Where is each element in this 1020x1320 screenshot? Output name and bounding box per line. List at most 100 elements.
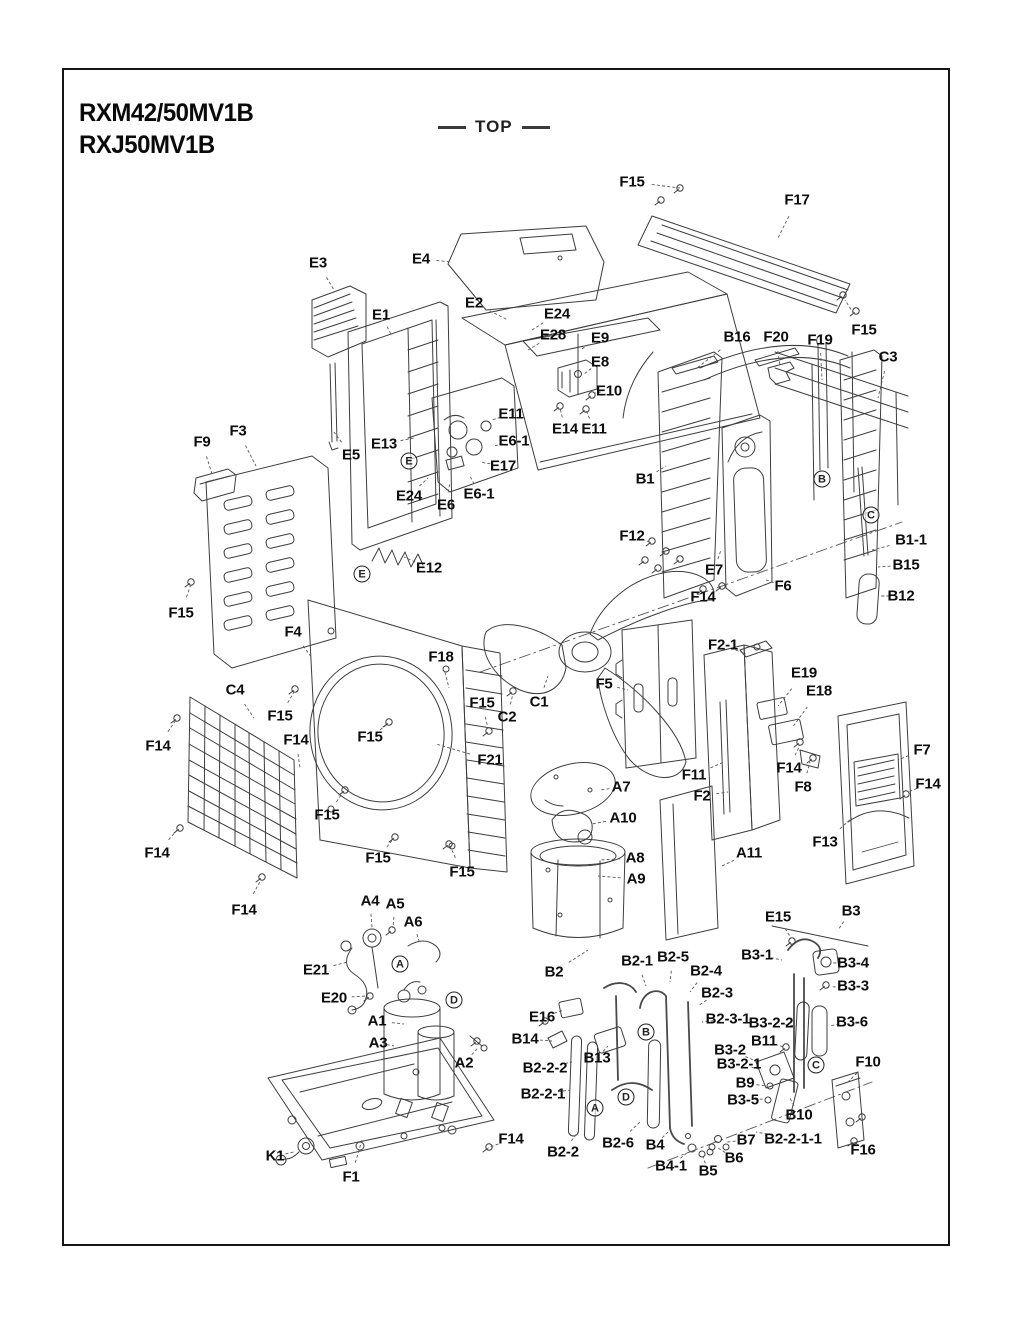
- part-label-e13: E13: [370, 435, 398, 453]
- part-label-f2-1: F2-1: [707, 636, 739, 654]
- leader-line: [721, 859, 735, 867]
- part-label-f6: F6: [774, 577, 792, 595]
- leader-line: [386, 837, 395, 848]
- part-label-f20: F20: [763, 328, 789, 346]
- part-label-b2: B2: [544, 963, 564, 981]
- part-label-b6: B6: [724, 1149, 744, 1167]
- leader-line: [326, 277, 335, 291]
- part-label-f18: F18: [428, 648, 454, 666]
- part-label-f14: F14: [145, 737, 171, 755]
- model-title-line2: RXJ50MV1B: [79, 131, 215, 159]
- part-label-f5: F5: [595, 675, 613, 693]
- part-label-f14: F14: [231, 901, 257, 919]
- leader-line: [568, 949, 589, 963]
- part-label-b4-1: B4-1: [655, 1157, 687, 1175]
- part-label-f13: F13: [812, 833, 838, 851]
- leader-line: [285, 1151, 295, 1155]
- leader-line: [386, 326, 393, 337]
- part-label-c4: C4: [225, 681, 245, 699]
- leader-line: [287, 691, 295, 704]
- part-f21-shroud-flange: [461, 645, 508, 873]
- top-dash-right: [521, 125, 550, 129]
- part-label-b2-4: B2-4: [690, 962, 722, 980]
- part-label-e15: E15: [764, 908, 792, 926]
- part-label-e24: E24: [543, 305, 571, 323]
- leader-line: [669, 970, 672, 983]
- part-label-b3-2: B3-2: [714, 1041, 746, 1059]
- part-label-f15: F15: [168, 604, 194, 622]
- part-label-f14: F14: [498, 1130, 524, 1148]
- leader-line: [593, 391, 601, 394]
- part-label-c3: C3: [878, 348, 898, 366]
- part-label-b7: B7: [736, 1131, 756, 1149]
- leader-line: [777, 350, 781, 367]
- leader-line: [570, 1131, 579, 1142]
- leader-line: [641, 974, 647, 987]
- part-label-a11: A11: [735, 844, 763, 862]
- part-label-b3: B3: [841, 902, 861, 920]
- part-c4-front-grille: [187, 696, 298, 879]
- leader-line: [837, 921, 845, 931]
- leader-line: [386, 1044, 395, 1047]
- leader-line: [484, 716, 489, 729]
- part-label-e1: E1: [372, 306, 390, 324]
- leader-line: [717, 549, 722, 560]
- leader-line: [751, 1066, 763, 1071]
- leader-line: [680, 1151, 689, 1159]
- leader-line: [789, 1097, 795, 1106]
- part-label-b1: B1: [635, 470, 655, 488]
- part-label-a9: A9: [626, 870, 646, 888]
- leader-line: [416, 933, 421, 945]
- leader-line: [302, 645, 313, 659]
- part-label-e6-1: E6-1: [498, 432, 530, 450]
- part-label-a7: A7: [611, 778, 631, 796]
- part-label-e21: E21: [302, 961, 330, 979]
- part-label-f2: F2: [693, 787, 711, 805]
- ref-marker-b: B: [637, 1023, 655, 1041]
- leader-line: [392, 916, 395, 929]
- part-label-b14: B14: [511, 1030, 539, 1048]
- part-label-f8: F8: [794, 778, 812, 796]
- leader-line: [553, 1009, 565, 1014]
- part-label-e12: E12: [415, 559, 443, 577]
- part-label-b15: B15: [892, 556, 920, 574]
- part-label-b1-1: B1-1: [895, 531, 927, 549]
- leader-line: [897, 755, 909, 761]
- leader-line: [597, 875, 621, 879]
- part-k1-drain-plug: [275, 1137, 315, 1166]
- part-label-e28: E28: [539, 326, 567, 344]
- leader-line: [697, 999, 707, 1007]
- part-label-b2-3-1: B2-3-1: [705, 1010, 751, 1028]
- top-label-text: TOP: [475, 117, 513, 136]
- leader-line: [489, 310, 509, 321]
- part-label-b10: B10: [785, 1106, 813, 1124]
- part-e12-heater-coil: [371, 547, 424, 568]
- part-label-b13: B13: [583, 1049, 611, 1067]
- leader-line: [877, 370, 886, 399]
- part-label-b11: B11: [750, 1032, 778, 1050]
- part-label-e8: E8: [591, 353, 609, 371]
- part-e3-electrical-box: [311, 285, 367, 358]
- leader-line: [436, 260, 453, 263]
- part-label-a3: A3: [368, 1034, 388, 1052]
- part-label-b9: B9: [735, 1074, 755, 1092]
- leader-line: [539, 1039, 553, 1042]
- leader-line: [370, 913, 373, 929]
- leader-line: [794, 744, 801, 756]
- part-label-b3-5: B3-5: [727, 1091, 759, 1109]
- leader-line: [391, 1022, 405, 1025]
- part-label-c1: C1: [529, 693, 549, 711]
- part-label-f15: F15: [314, 806, 340, 824]
- part-label-a1: A1: [367, 1012, 387, 1030]
- leader-line: [509, 693, 514, 705]
- leader-line: [400, 437, 415, 442]
- leader-line: [435, 743, 471, 755]
- leader-line: [711, 588, 720, 594]
- part-e4-box-lid: [447, 225, 605, 311]
- leader-line: [531, 322, 544, 331]
- part-label-f1: F1: [342, 1168, 360, 1186]
- part-label-f15: F15: [851, 321, 877, 339]
- part-label-e2: E2: [465, 294, 483, 312]
- part-f2-f11-partition: [703, 640, 821, 841]
- diagram-border-frame: [62, 68, 950, 1246]
